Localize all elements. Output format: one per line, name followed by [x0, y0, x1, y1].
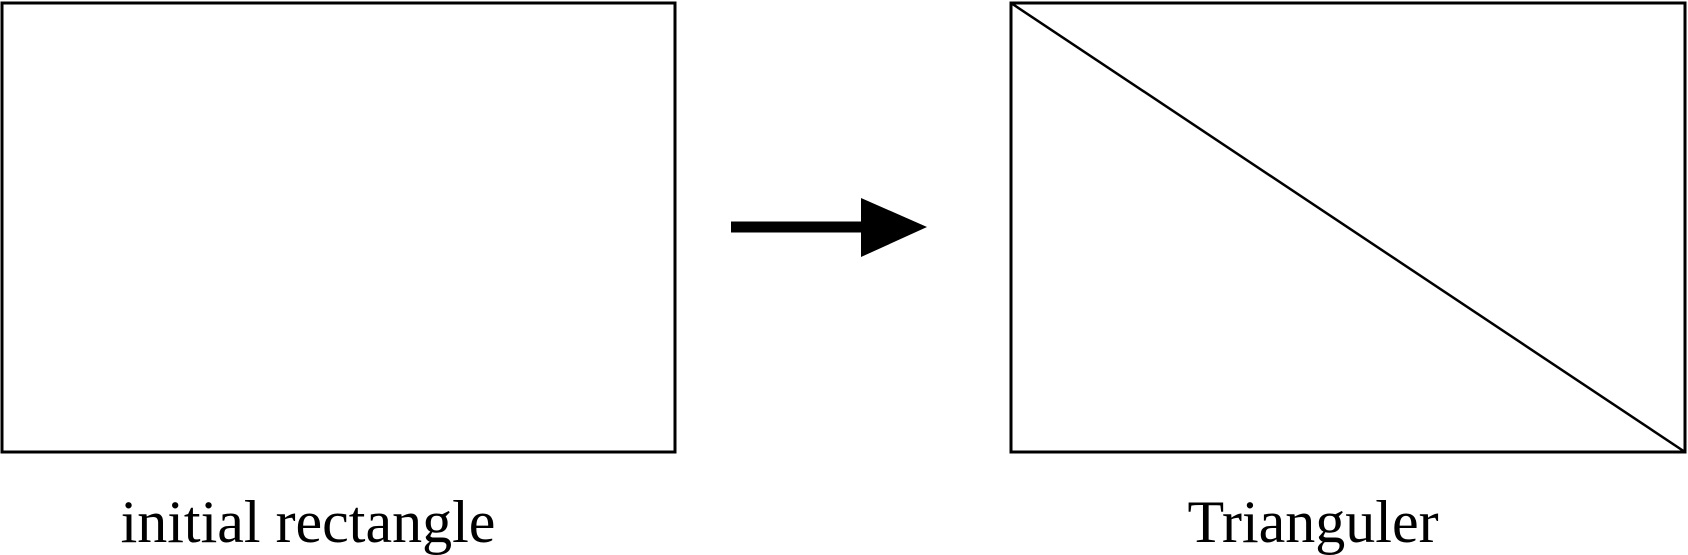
arrow-head	[861, 198, 927, 257]
initial-rectangle-caption: initial rectangle	[120, 489, 496, 555]
diagonal-edge	[1010, 1, 1686, 454]
initial-rectangle	[0, 1, 677, 454]
triangulated-caption: Trianguler	[1187, 489, 1439, 555]
triangulated-rectangle	[1009, 1, 1687, 454]
transition-arrow	[731, 198, 927, 257]
